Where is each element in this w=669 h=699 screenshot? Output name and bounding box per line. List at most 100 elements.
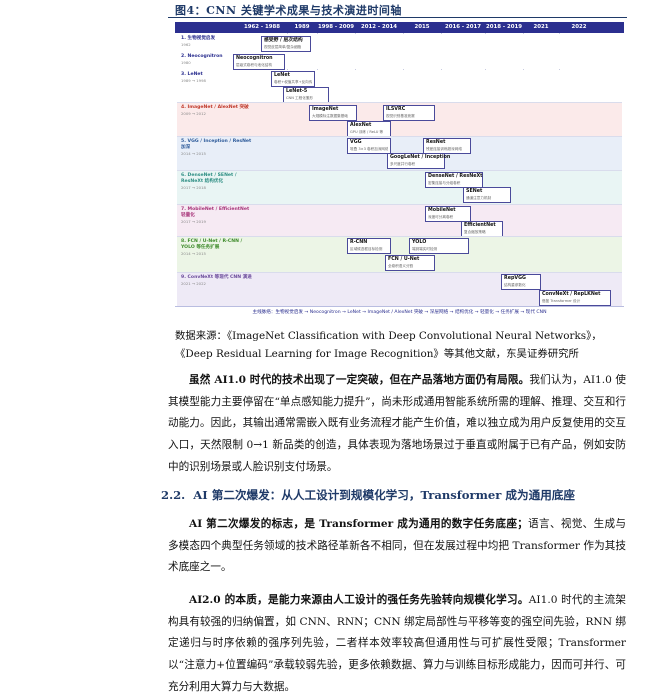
row-years: 2014 → 2015 (181, 151, 206, 156)
row-years: 1962 (181, 42, 191, 47)
milestone-box: 感受野 / 层次结构视觉皮层简单/复杂细胞 (261, 36, 311, 52)
milestone-title: VGG (350, 140, 362, 145)
row-years: 2014 → 2015 (181, 251, 206, 256)
row-name: 7. MobileNet / EfficientNet 轻量化 (181, 207, 250, 218)
figure-title-rule (168, 17, 627, 18)
legend-rule (175, 306, 624, 307)
section-heading: 2.2. AI 第二次爆发：从人工设计到规模化学习，Transformer 成为… (161, 487, 575, 503)
timeline-legend: 主线脉络：生物视觉启发 → Neocognitron → LeNet → Ima… (252, 310, 547, 315)
paragraph-2-lead: AI 第二次爆发的标志，是 Transformer 成为通用的数字任务底座； (189, 518, 528, 530)
milestone-title: SENet (466, 189, 483, 194)
milestone-title: FCN / U-Net (388, 257, 420, 262)
milestone-desc: 残差连接训练超深网络 (426, 147, 462, 151)
milestone-box: ResNet 残差连接训练超深网络 (423, 138, 471, 154)
milestone-title: Neocognitron (236, 56, 273, 61)
milestone-box: DenseNet / ResNeXt 密集连接与分组卷积 (425, 172, 483, 188)
milestone-desc: 卷积+权值共享+反向传播 (274, 80, 312, 84)
row-years: 1989 → 1998 (181, 78, 206, 83)
period-label: 1989 (294, 24, 310, 30)
milestone-title: DenseNet / ResNeXt (428, 174, 483, 179)
milestone-title: LeNet-5 (286, 89, 308, 94)
milestone-title: ConvNeXt / RepLKNet (542, 292, 601, 297)
source-note: 数据来源：《ImageNet Classification with Deep … (175, 330, 602, 360)
milestone-desc: 复合缩放策略 (464, 230, 486, 234)
milestone-title: ResNet (426, 140, 446, 145)
milestone-title: ILSVRC (386, 107, 406, 112)
row-name: 3. LeNet (181, 72, 203, 77)
paragraph-3-body: AI1.0 时代的主流架构具有较强的归纳偏置，如 CNN、RNN；CNN 绑定局… (168, 594, 626, 693)
milestone-desc: 借鉴 Transformer 设计 (542, 299, 581, 303)
milestone-title: GoogLeNet / Inception (390, 155, 451, 160)
paragraph-2: AI 第二次爆发的标志，是 Transformer 成为通用的数字任务底座；语言… (168, 514, 626, 579)
milestone-title: 感受野 / 层次结构 (264, 38, 303, 43)
milestone-desc: 全卷积语义分割 (388, 264, 414, 268)
row-years: 2009 → 2012 (181, 111, 206, 116)
milestone-desc: 密集连接与分组卷积 (428, 181, 461, 185)
period-label: 2018 - 2019 (486, 24, 522, 30)
paragraph-1-lead: 虽然 AI1.0 时代的技术出现了一定突破，但在产品落地方面仍有局限。 (189, 374, 530, 386)
row-name: 2. Neocognitron (181, 54, 223, 59)
milestone-desc: 结构重参数化 (504, 283, 526, 287)
row-years: 1980 (181, 60, 191, 65)
milestone-box: Neocognitron 层级式卷积与池化结构 (233, 54, 285, 70)
milestone-desc: CNN 工程化雏形 (286, 96, 313, 100)
milestone-desc: 视觉皮层简单/复杂细胞 (264, 45, 302, 49)
period-label: 2015 (414, 24, 430, 30)
milestone-box: SENet 通道注意力机制 (463, 187, 511, 203)
milestone-box: ConvNeXt / RepLKNet 借鉴 Transformer 设计 (539, 290, 611, 306)
row-name: 6. DenseNet / SENet / ResNeXt 结构优化 (181, 173, 237, 184)
section-title: AI 第二次爆发：从人工设计到规模化学习，Transformer 成为通用底座 (193, 488, 575, 502)
row-years: 2017 → 2019 (181, 219, 206, 224)
paragraph-3-lead: AI2.0 的本质，是能力来源由人工设计的强任务先验转向规模化学习。 (189, 594, 529, 606)
row-years: 2017 → 2018 (181, 185, 206, 190)
milestone-box: R-CNN 区域候选框目标检测 (347, 238, 391, 254)
milestone-desc: 深度可分离卷积 (428, 215, 454, 219)
milestone-desc: 区域候选框目标检测 (350, 247, 383, 251)
row-name: 4. ImageNet / AlexNet 突破 (181, 105, 249, 110)
period-header-bar (175, 22, 624, 33)
milestone-desc: 层级式卷积与池化结构 (236, 63, 272, 67)
row-name: 5. VGG / Inception / ResNet 加深 (181, 139, 252, 150)
section-number: 2.2. (161, 488, 186, 502)
milestone-title: RepVGG (504, 276, 526, 281)
row-name: 8. FCN / U-Net / R-CNN / YOLO 等任务扩展 (181, 239, 243, 250)
row-name: 9. ConvNeXt 等现代 CNN 演进 (181, 275, 252, 280)
figure-title: 图4：CNN 关键学术成果与技术演进时间轴 (175, 4, 402, 17)
period-label: 1998 - 2009 (318, 24, 354, 30)
row-name: 1. 生物视觉启发 (181, 36, 216, 41)
milestone-title: AlexNet (350, 123, 372, 128)
milestone-title: R-CNN (350, 240, 368, 245)
paragraph-1: 虽然 AI1.0 时代的技术出现了一定突破，但在产品落地方面仍有局限。我们认为，… (168, 370, 626, 479)
milestone-desc: 通道注意力机制 (466, 196, 492, 200)
paragraph-3: AI2.0 的本质，是能力来源由人工设计的强任务先验转向规模化学习。AI1.0 … (168, 590, 626, 699)
milestone-desc: GPU 训练 / ReLU 等 (350, 130, 384, 134)
milestone-desc: 端到端实时检测 (412, 247, 438, 251)
period-label: 2012 - 2014 (361, 24, 397, 30)
